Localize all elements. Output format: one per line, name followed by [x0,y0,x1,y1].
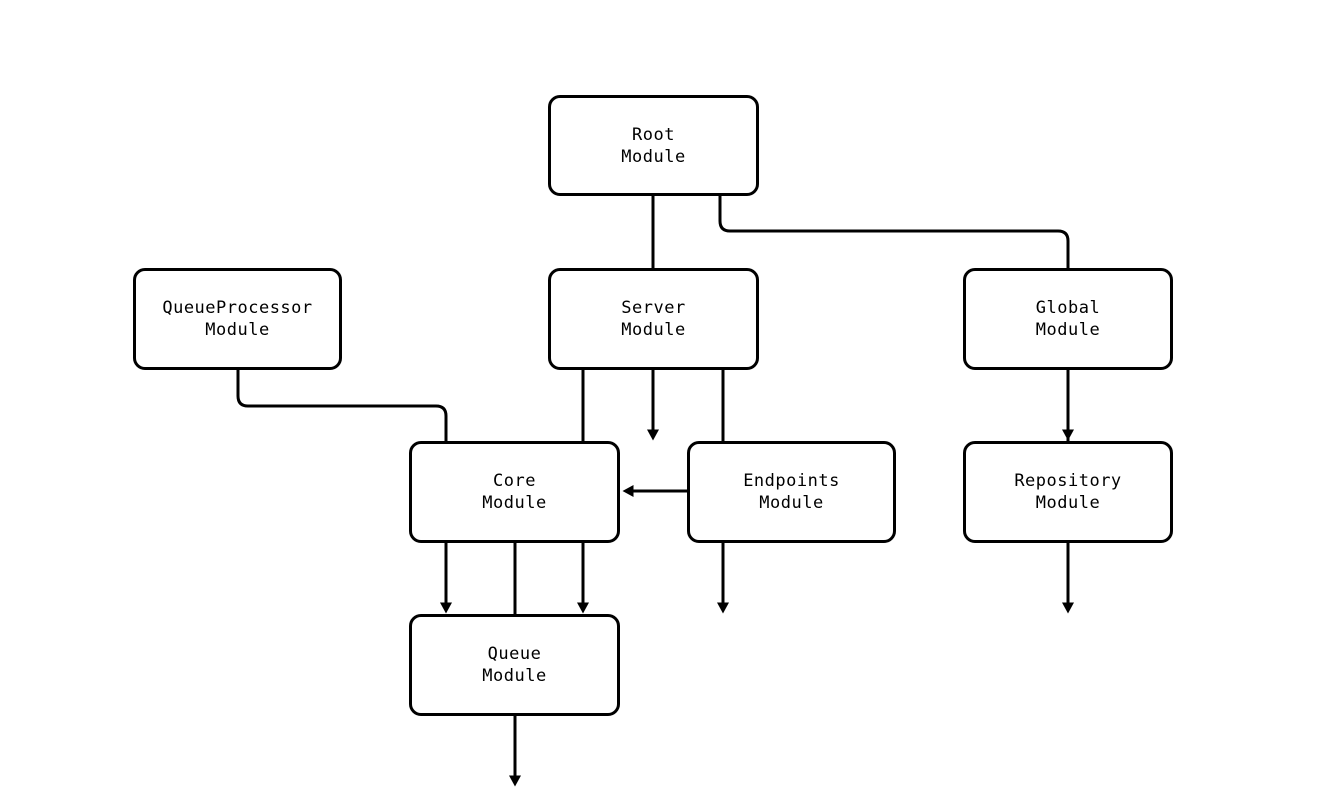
node-server-module[interactable]: Server Module [548,268,759,370]
node-queueprocessor-module[interactable]: QueueProcessor Module [133,268,342,370]
node-repository-module[interactable]: Repository Module [963,441,1173,543]
node-core-module[interactable]: Core Module [409,441,620,543]
node-global-module[interactable]: Global Module [963,268,1173,370]
node-global-module-label: Global Module [1035,298,1101,340]
node-queue-module-label: Queue Module [482,644,547,686]
node-server-module-label: Server Module [621,298,686,340]
node-queue-module[interactable]: Queue Module [409,614,620,716]
node-endpoints-module-label: Endpoints Module [743,471,840,513]
node-repository-module-label: Repository Module [1014,471,1122,513]
node-root-module-label: Root Module [621,124,686,167]
node-endpoints-module[interactable]: Endpoints Module [687,441,896,543]
node-root-module[interactable]: Root Module [548,95,759,196]
edge-root-global [718,196,1074,441]
node-queueprocessor-module-label: QueueProcessor Module [162,298,313,340]
edge-queueprocessor-core [236,370,452,614]
node-core-module-label: Core Module [482,471,547,513]
